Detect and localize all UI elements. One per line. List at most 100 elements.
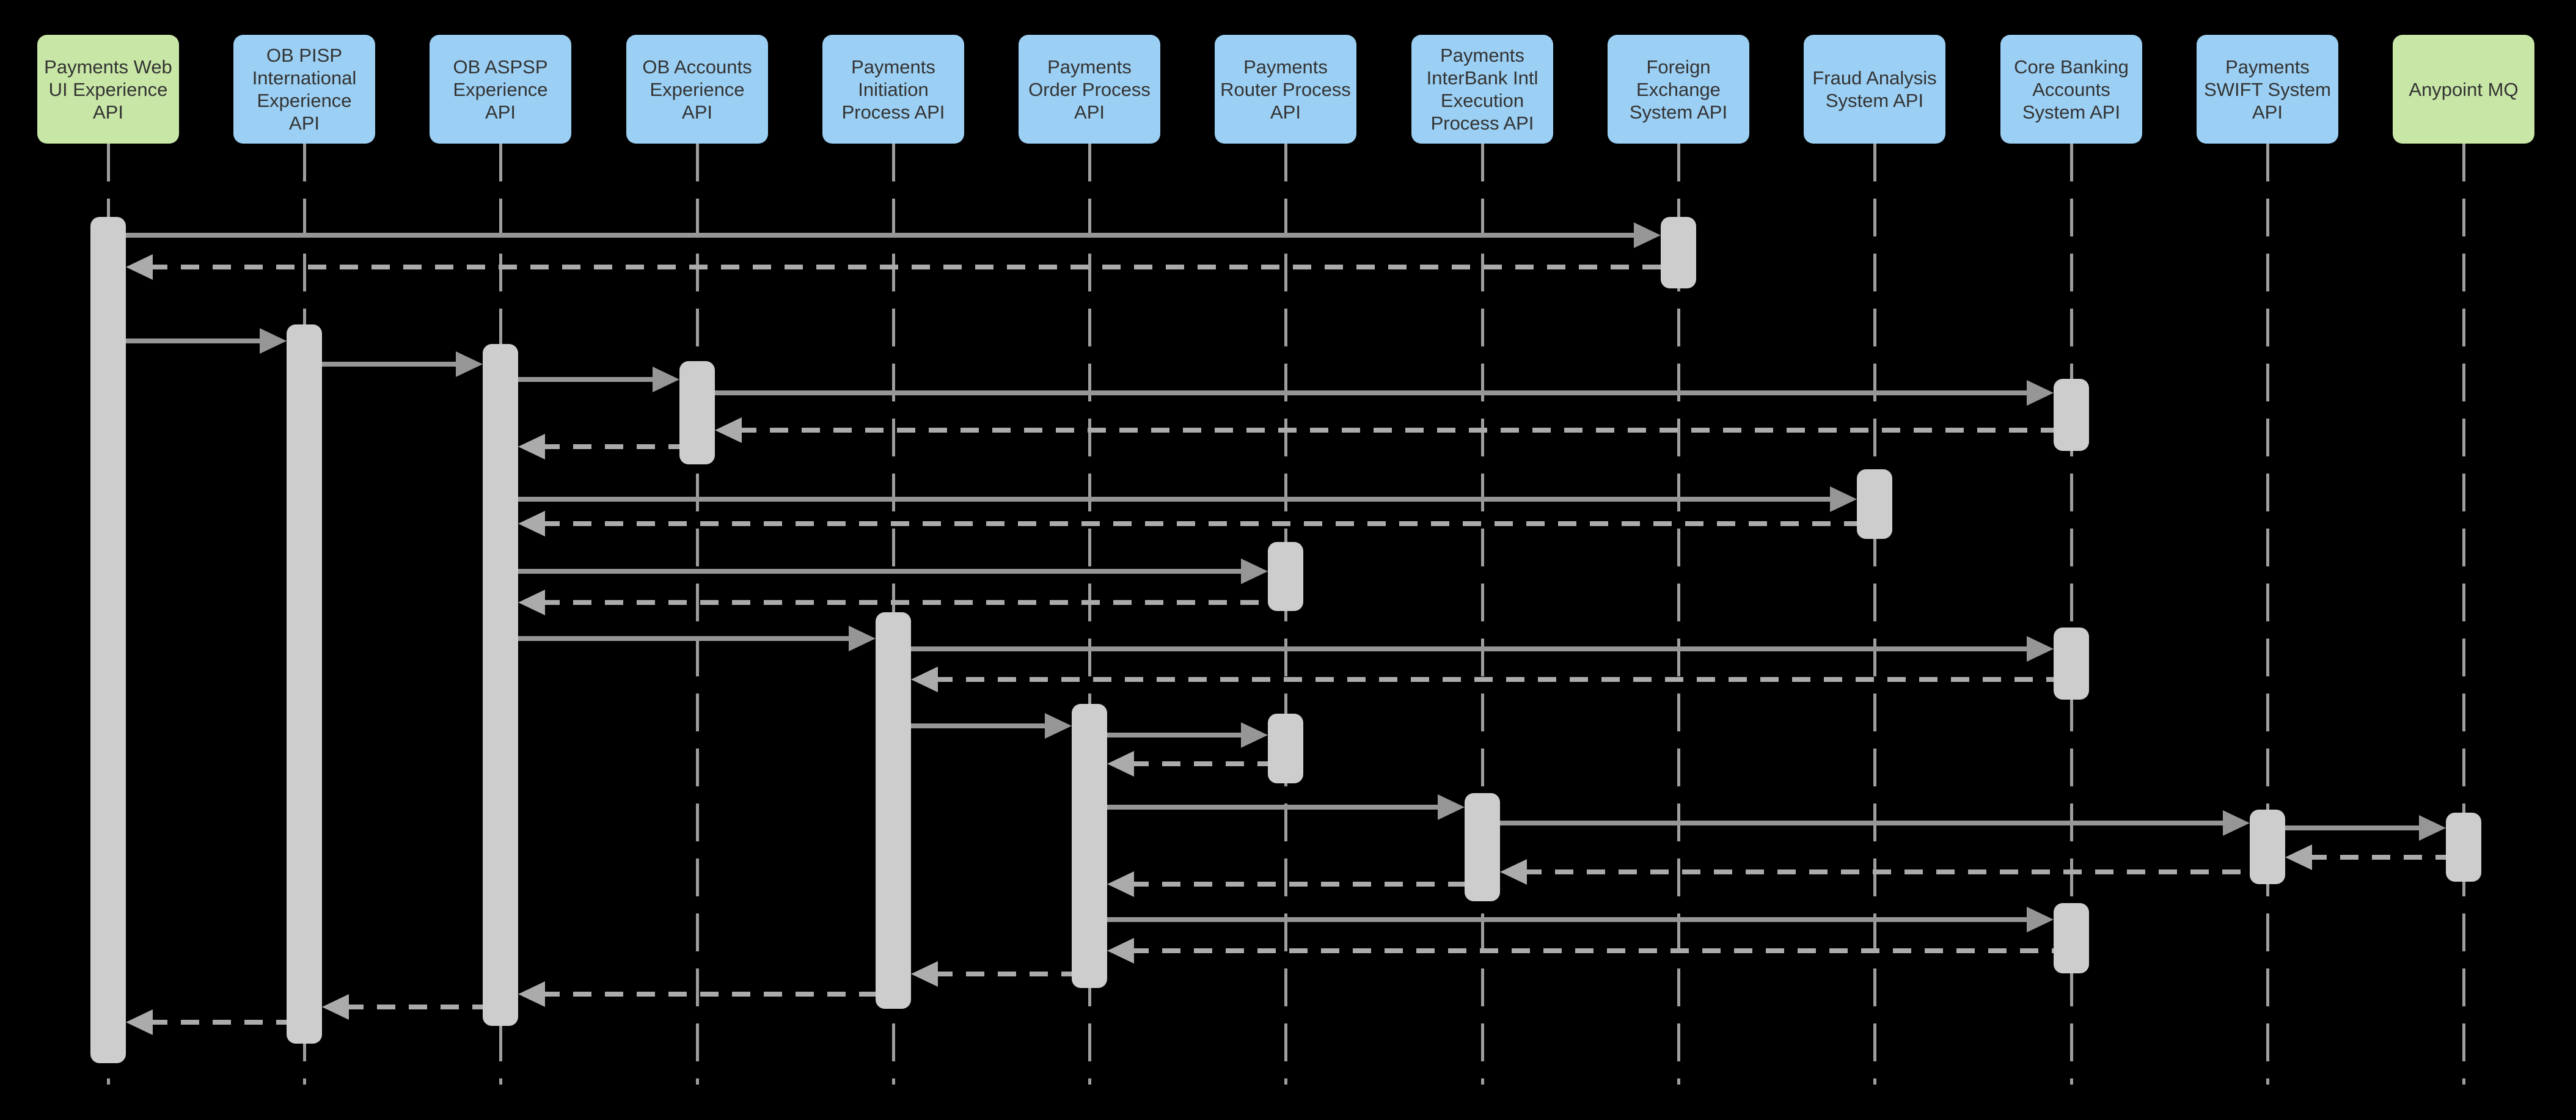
message-line-29-ob-aspsp-experience-api-to-ob-pisp-international-experience-api: [345, 1005, 483, 1009]
actor-label-anypoint-mq: Anypoint MQ: [2409, 78, 2519, 100]
activation-bar-payments-interbank-intl-execution-process-api: [1465, 793, 1500, 901]
message-arrowhead-left: [715, 417, 742, 443]
message-arrowhead-left: [126, 254, 153, 280]
message-arrowhead-right: [2027, 636, 2054, 662]
message-arrowhead-left: [322, 994, 349, 1020]
message-arrowhead-right: [1241, 558, 1268, 584]
anypoint-mq-lifeline: [2462, 144, 2465, 1085]
message-line-7-core-banking-accounts-system-api-to-ob-accounts-experience-api: [738, 428, 2054, 433]
message-line-23-payments-swift-system-api-to-payments-interbank-intl-execution-process-api: [1523, 869, 2250, 874]
message-line-12-payments-router-process-api-to-ob-aspsp-experience-api: [541, 600, 1268, 605]
activation-bar-ob-pisp-international-experience-api: [287, 324, 322, 1044]
actor-label-payments-swift-system-api: Payments SWIFT System API: [2204, 56, 2331, 123]
foreign-exchange-system-api-lifeline: [1677, 144, 1680, 1085]
actor-box-ob-accounts-experience-api: OB Accounts Experience API: [626, 35, 768, 144]
actor-box-ob-pisp-international-experience-api: OB PISP International Experience API: [233, 35, 375, 144]
message-line-10-fraud-analysis-system-api-to-ob-aspsp-experience-api: [541, 521, 1857, 526]
activation-bar-ob-aspsp-experience-api: [483, 344, 518, 1026]
message-arrowhead-left: [1107, 871, 1134, 897]
activation-bar-payments-order-process-api: [1072, 704, 1107, 988]
ob-accounts-experience-api-lifeline: [696, 144, 699, 1085]
activation-bar-core-banking-accounts-system-api: [2054, 903, 2089, 973]
message-arrowhead-left: [1107, 751, 1134, 777]
actor-label-ob-aspsp-experience-api: OB ASPSP Experience API: [453, 56, 548, 123]
message-arrowhead-left: [518, 981, 545, 1007]
activation-bar-payments-initiation-process-api: [876, 612, 911, 1009]
actor-label-payments-router-process-api: Payments Router Process API: [1220, 56, 1351, 123]
message-arrowhead-left: [911, 961, 938, 987]
message-line-6-ob-accounts-experience-api-to-core-banking-accounts-system-api: [715, 390, 2030, 395]
message-line-2-foreign-exchange-system-api-to-payments-web-ui-experience-api: [149, 265, 1661, 269]
actor-box-payments-initiation-process-api: Payments Initiation Process API: [822, 35, 964, 144]
message-line-17-payments-order-process-api-to-payments-router-process-api: [1107, 733, 1245, 738]
message-arrowhead-left: [518, 590, 545, 615]
message-arrowhead-right: [1045, 713, 1072, 739]
activation-bar-fraud-analysis-system-api: [1857, 469, 1892, 539]
message-line-13-ob-aspsp-experience-api-to-payments-initiation-process-api: [518, 636, 852, 641]
message-arrowhead-right: [2419, 815, 2446, 841]
activation-bar-payments-router-process-api: [1268, 542, 1303, 611]
actor-box-payments-web-ui-experience-api: Payments Web UI Experience API: [37, 35, 179, 144]
message-arrowhead-right: [1830, 486, 1857, 512]
payments-interbank-intl-execution-process-api-lifeline: [1481, 144, 1484, 1085]
actor-box-payments-order-process-api: Payments Order Process API: [1019, 35, 1160, 144]
payments-swift-system-api-lifeline: [2266, 144, 2269, 1085]
message-line-28-payments-initiation-process-api-to-ob-aspsp-experience-api: [541, 992, 876, 997]
message-arrowhead-right: [456, 351, 483, 377]
fraud-analysis-system-api-lifeline: [1873, 144, 1876, 1085]
actor-box-fraud-analysis-system-api: Fraud Analysis System API: [1804, 35, 1945, 144]
activation-bar-payments-router-process-api: [1268, 714, 1303, 783]
activation-bar-anypoint-mq: [2446, 813, 2481, 882]
actor-label-payments-interbank-intl-execution-process-api: Payments InterBank Intl Execution Proces…: [1426, 45, 1539, 134]
actor-label-payments-web-ui-experience-api: Payments Web UI Experience API: [44, 56, 172, 123]
message-arrowhead-right: [653, 367, 679, 392]
message-line-25-payments-order-process-api-to-core-banking-accounts-system-api: [1107, 917, 2030, 922]
actor-label-payments-order-process-api: Payments Order Process API: [1028, 56, 1151, 123]
activation-bar-foreign-exchange-system-api: [1661, 217, 1696, 288]
message-line-24-payments-interbank-intl-execution-process-api-to-payments-order-process-api: [1130, 882, 1465, 887]
message-line-1-payments-web-ui-experience-api-to-foreign-exchange-system-api: [126, 233, 1637, 238]
message-arrowhead-right: [260, 328, 287, 354]
message-line-11-ob-aspsp-experience-api-to-payments-router-process-api: [518, 569, 1245, 574]
message-line-30-ob-pisp-international-experience-api-to-payments-web-ui-experience-api: [149, 1020, 287, 1025]
actor-label-ob-pisp-international-experience-api: OB PISP International Experience API: [252, 45, 357, 134]
message-line-21-payments-swift-system-api-to-anypoint-mq: [2285, 825, 2423, 830]
actor-label-fraud-analysis-system-api: Fraud Analysis System API: [1812, 67, 1937, 111]
message-line-3-payments-web-ui-experience-api-to-ob-pisp-international-experience-api: [126, 339, 263, 343]
message-arrowhead-right: [2223, 810, 2250, 836]
message-line-22-anypoint-mq-to-payments-swift-system-api: [2308, 855, 2446, 860]
actor-label-ob-accounts-experience-api: OB Accounts Experience API: [642, 56, 752, 123]
actor-box-payments-router-process-api: Payments Router Process API: [1215, 35, 1356, 144]
actor-box-anypoint-mq: Anypoint MQ: [2393, 35, 2534, 144]
message-line-15-core-banking-accounts-system-api-to-payments-initiation-process-api: [934, 677, 2054, 682]
message-line-4-ob-pisp-international-experience-api-to-ob-aspsp-experience-api: [322, 362, 459, 367]
message-arrowhead-left: [1500, 859, 1527, 885]
message-line-18-payments-router-process-api-to-payments-order-process-api: [1130, 761, 1268, 766]
payments-router-process-api-lifeline: [1284, 144, 1287, 1085]
actor-box-payments-interbank-intl-execution-process-api: Payments InterBank Intl Execution Proces…: [1411, 35, 1553, 144]
message-arrowhead-right: [1438, 794, 1465, 820]
actor-box-payments-swift-system-api: Payments SWIFT System API: [2197, 35, 2338, 144]
message-line-27-payments-order-process-api-to-payments-initiation-process-api: [934, 972, 1072, 976]
message-arrowhead-left: [126, 1009, 153, 1035]
message-arrowhead-left: [911, 667, 938, 692]
message-arrowhead-left: [1107, 938, 1134, 964]
message-arrowhead-right: [1241, 722, 1268, 748]
message-arrowhead-left: [518, 434, 545, 459]
message-line-16-payments-initiation-process-api-to-payments-order-process-api: [911, 723, 1048, 728]
message-line-26-core-banking-accounts-system-api-to-payments-order-process-api: [1130, 948, 2054, 953]
message-line-8-ob-accounts-experience-api-to-ob-aspsp-experience-api: [541, 444, 679, 449]
actor-box-ob-aspsp-experience-api: OB ASPSP Experience API: [430, 35, 571, 144]
message-line-19-payments-order-process-api-to-payments-interbank-intl-execution-process-api: [1107, 805, 1441, 810]
message-line-20-payments-interbank-intl-execution-process-api-to-payments-swift-system-api: [1500, 821, 2227, 825]
message-line-14-payments-initiation-process-api-to-core-banking-accounts-system-api: [911, 646, 2030, 651]
actor-label-core-banking-accounts-system-api: Core Banking Accounts System API: [2014, 56, 2129, 123]
message-line-5-ob-aspsp-experience-api-to-ob-accounts-experience-api: [518, 377, 656, 382]
activation-bar-ob-accounts-experience-api: [679, 361, 715, 464]
activation-bar-payments-web-ui-experience-api: [90, 217, 126, 1063]
core-banking-accounts-system-api-lifeline: [2070, 144, 2073, 1085]
message-arrowhead-right: [1634, 222, 1661, 248]
actor-box-foreign-exchange-system-api: Foreign Exchange System API: [1608, 35, 1749, 144]
message-arrowhead-right: [2027, 380, 2054, 406]
